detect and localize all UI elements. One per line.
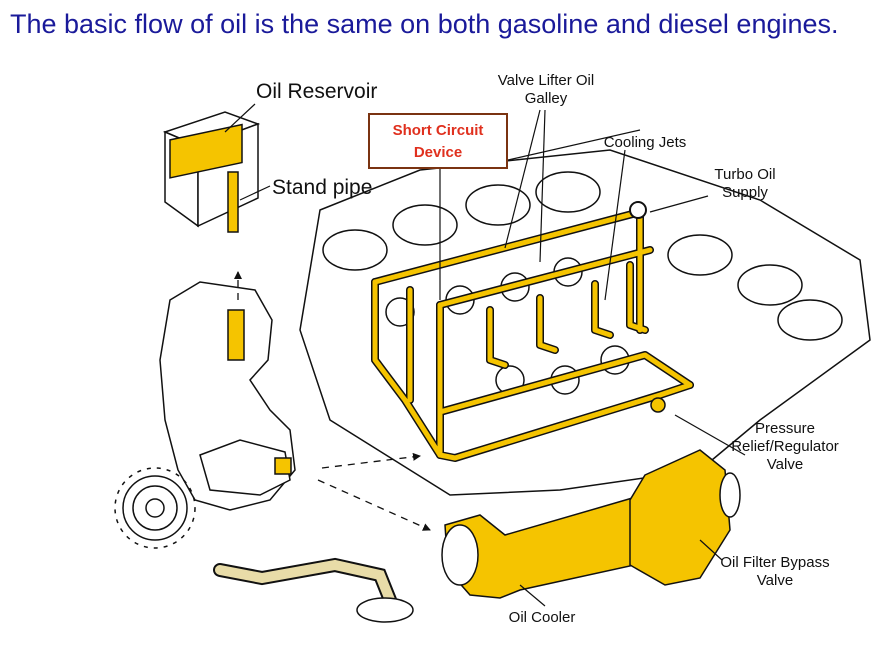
leader-lines	[224, 103, 746, 607]
label-cooling-jets: Cooling Jets	[603, 134, 687, 151]
label-oil-cooler: Oil Cooler	[508, 609, 576, 626]
oil-filter	[629, 449, 741, 586]
short-circuit-line2: Device	[413, 144, 463, 161]
short-circuit-callout: Short Circuit Device	[368, 113, 508, 169]
short-circuit-line1: Short Circuit	[392, 122, 484, 139]
oil-galleys	[371, 201, 694, 462]
oil-pickup-tube	[213, 557, 414, 623]
label-stand-pipe: Stand pipe	[272, 176, 373, 199]
oil-reservoir	[162, 111, 261, 233]
flow-arrows	[234, 271, 431, 531]
oil-pump-gear	[114, 467, 196, 549]
page-title: The basic flow of oil is the same on bot…	[10, 9, 839, 39]
label-oil-reservoir: Oil Reservoir	[256, 80, 378, 103]
label-pressure-relief-valve: Pressure Relief/Regulator Valve	[731, 420, 839, 473]
label-oil-filter-bypass-valve: Oil Filter Bypass Valve	[720, 554, 830, 589]
front-cover	[159, 281, 296, 511]
label-valve-lifter-galley: Valve Lifter Oil Galley	[497, 72, 595, 107]
label-turbo-oil-supply: Turbo Oil Supply	[714, 166, 776, 201]
oil-cooler	[441, 489, 681, 599]
